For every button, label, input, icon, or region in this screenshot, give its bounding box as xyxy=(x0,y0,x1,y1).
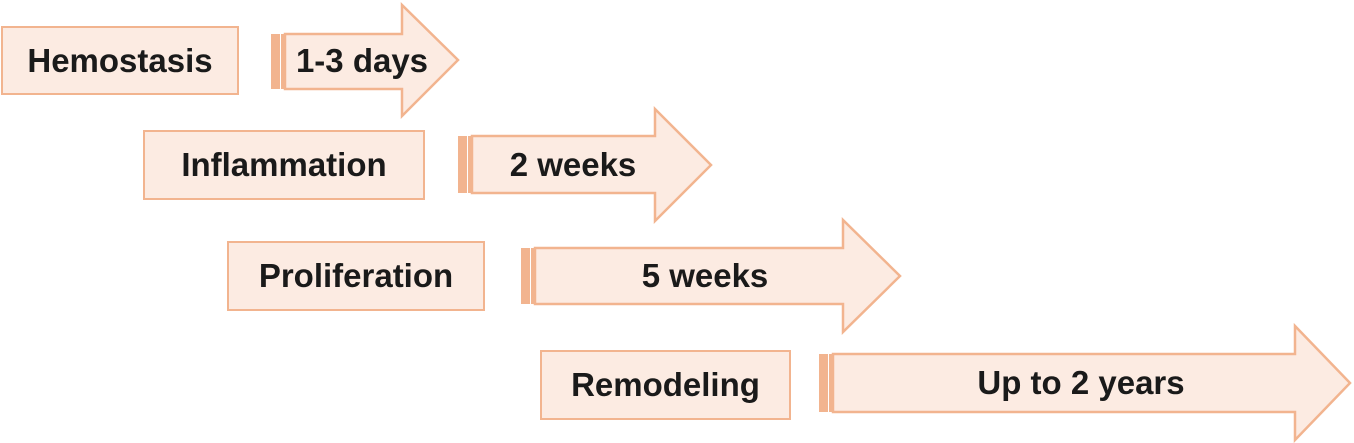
duration-label-proliferation: 5 weeks xyxy=(641,257,769,294)
duration-label-remodeling: Up to 2 years xyxy=(977,364,1185,401)
phase-label-hemostasis: Hemostasis xyxy=(27,41,213,79)
duration-arrow-hemostasis: 1-3 days xyxy=(270,2,460,120)
phase-box-hemostasis: Hemostasis xyxy=(1,26,239,95)
duration-arrow-inflammation: 2 weeks xyxy=(457,105,713,225)
phase-label-remodeling: Remodeling xyxy=(571,366,760,403)
duration-arrow-proliferation: 5 weeks xyxy=(520,217,902,335)
phase-label-proliferation: Proliferation xyxy=(258,257,454,294)
arrow-shape-inflammation xyxy=(458,105,713,225)
phase-label-inflammation: Inflammation xyxy=(181,146,387,183)
duration-label-inflammation: 2 weeks xyxy=(509,146,637,183)
arrow-shape-proliferation xyxy=(521,217,902,335)
duration-arrow-remodeling: Up to 2 years xyxy=(818,322,1354,443)
phase-box-proliferation: Proliferation xyxy=(227,241,485,311)
arrow-shape-hemostasis xyxy=(271,2,460,120)
phase-box-remodeling: Remodeling xyxy=(540,350,791,420)
arrow-shape-remodeling xyxy=(819,322,1352,443)
duration-label-hemostasis: 1-3 days xyxy=(295,41,429,79)
phase-box-inflammation: Inflammation xyxy=(143,130,425,200)
